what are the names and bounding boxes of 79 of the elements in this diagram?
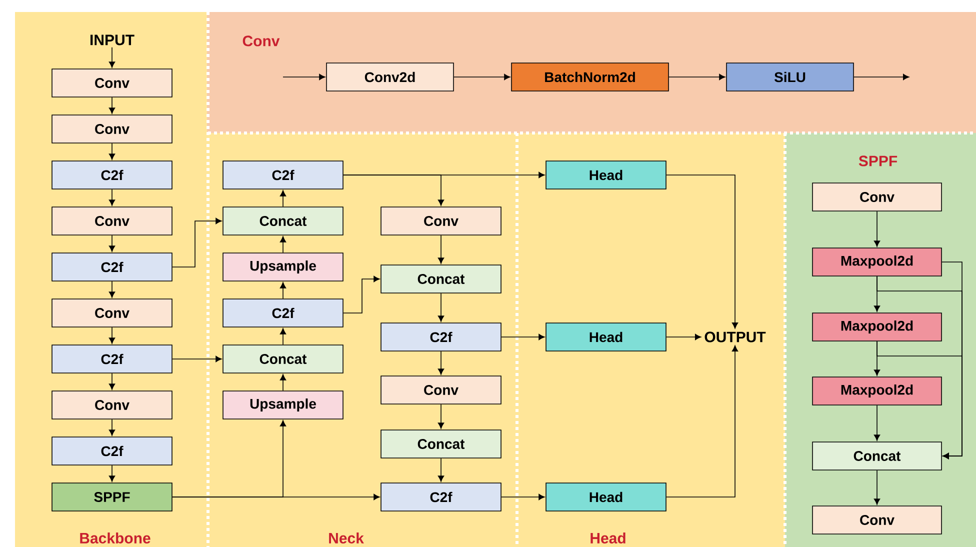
arrow (438, 458, 444, 482)
block: Concat (222, 206, 344, 236)
block: Conv (380, 206, 502, 236)
arrow (874, 211, 880, 247)
block: Conv (52, 68, 172, 98)
block: Concat (222, 344, 344, 374)
arrow (108, 327, 116, 344)
panel-title: Neck (329, 532, 364, 544)
arrow (280, 236, 286, 253)
block: Conv2d (326, 62, 454, 92)
panel-title: Conv (242, 36, 280, 46)
block: Maxpool2d (812, 248, 942, 276)
block: Maxpool2d (812, 376, 942, 406)
panel-title: Head (590, 532, 626, 544)
block: C2f (52, 344, 172, 374)
block: Conv (812, 506, 942, 534)
arrow (172, 494, 380, 500)
block: Upsample (222, 252, 344, 282)
block: C2f (222, 298, 344, 328)
arrow (282, 74, 326, 80)
arrow (108, 189, 116, 206)
arrow (108, 143, 116, 160)
block: Upsample (222, 390, 344, 420)
block: C2f (380, 322, 502, 352)
block: Conv (812, 182, 942, 212)
arrow (438, 404, 444, 429)
block: Concat (380, 264, 502, 294)
block: Conv (52, 298, 172, 328)
block: Conv (52, 114, 172, 144)
block: Concat (380, 430, 502, 458)
block: C2f (222, 160, 344, 190)
panel-title: SPPF (858, 156, 898, 166)
arrow (108, 97, 116, 114)
block: C2f (52, 160, 172, 190)
arrow (280, 190, 286, 207)
arrow (172, 218, 222, 268)
arrow (108, 419, 116, 436)
arrow (501, 494, 545, 500)
block: Conv (52, 206, 172, 236)
arrow (280, 328, 286, 345)
arrow (854, 74, 910, 80)
arrow (108, 235, 116, 252)
block: Head (546, 482, 666, 512)
arrow (108, 465, 116, 482)
arrow (108, 373, 116, 390)
arrow (280, 374, 286, 391)
arrow (666, 345, 738, 498)
block: Head (546, 160, 666, 190)
arrow (343, 172, 545, 178)
arrow (438, 293, 444, 322)
arrow (438, 235, 444, 264)
panel-title: Backbone (80, 532, 150, 544)
block: Conv (52, 390, 172, 420)
block: Head (546, 322, 666, 352)
block: C2f (52, 252, 172, 282)
arrow (668, 74, 726, 80)
arrow (666, 174, 738, 329)
arrow (438, 351, 444, 375)
arrow (501, 334, 545, 340)
arrow (108, 47, 116, 68)
arrow (666, 334, 702, 340)
io-label: OUTPUT (704, 332, 766, 342)
arrow (172, 356, 222, 362)
arrow (874, 405, 880, 441)
arrow (280, 282, 286, 299)
arrow (874, 470, 880, 505)
block: C2f (52, 436, 172, 466)
block: SPPF (52, 482, 172, 512)
block: BatchNorm2d (511, 62, 669, 92)
block: Conv (380, 376, 502, 404)
block: SiLU (726, 62, 854, 92)
arrow (876, 341, 962, 460)
arrow (108, 281, 116, 298)
arrow (343, 276, 380, 314)
block: C2f (380, 482, 502, 512)
io-label: INPUT (90, 34, 134, 46)
block: Concat (812, 442, 942, 470)
arrow (454, 74, 510, 80)
block: Maxpool2d (812, 312, 942, 342)
